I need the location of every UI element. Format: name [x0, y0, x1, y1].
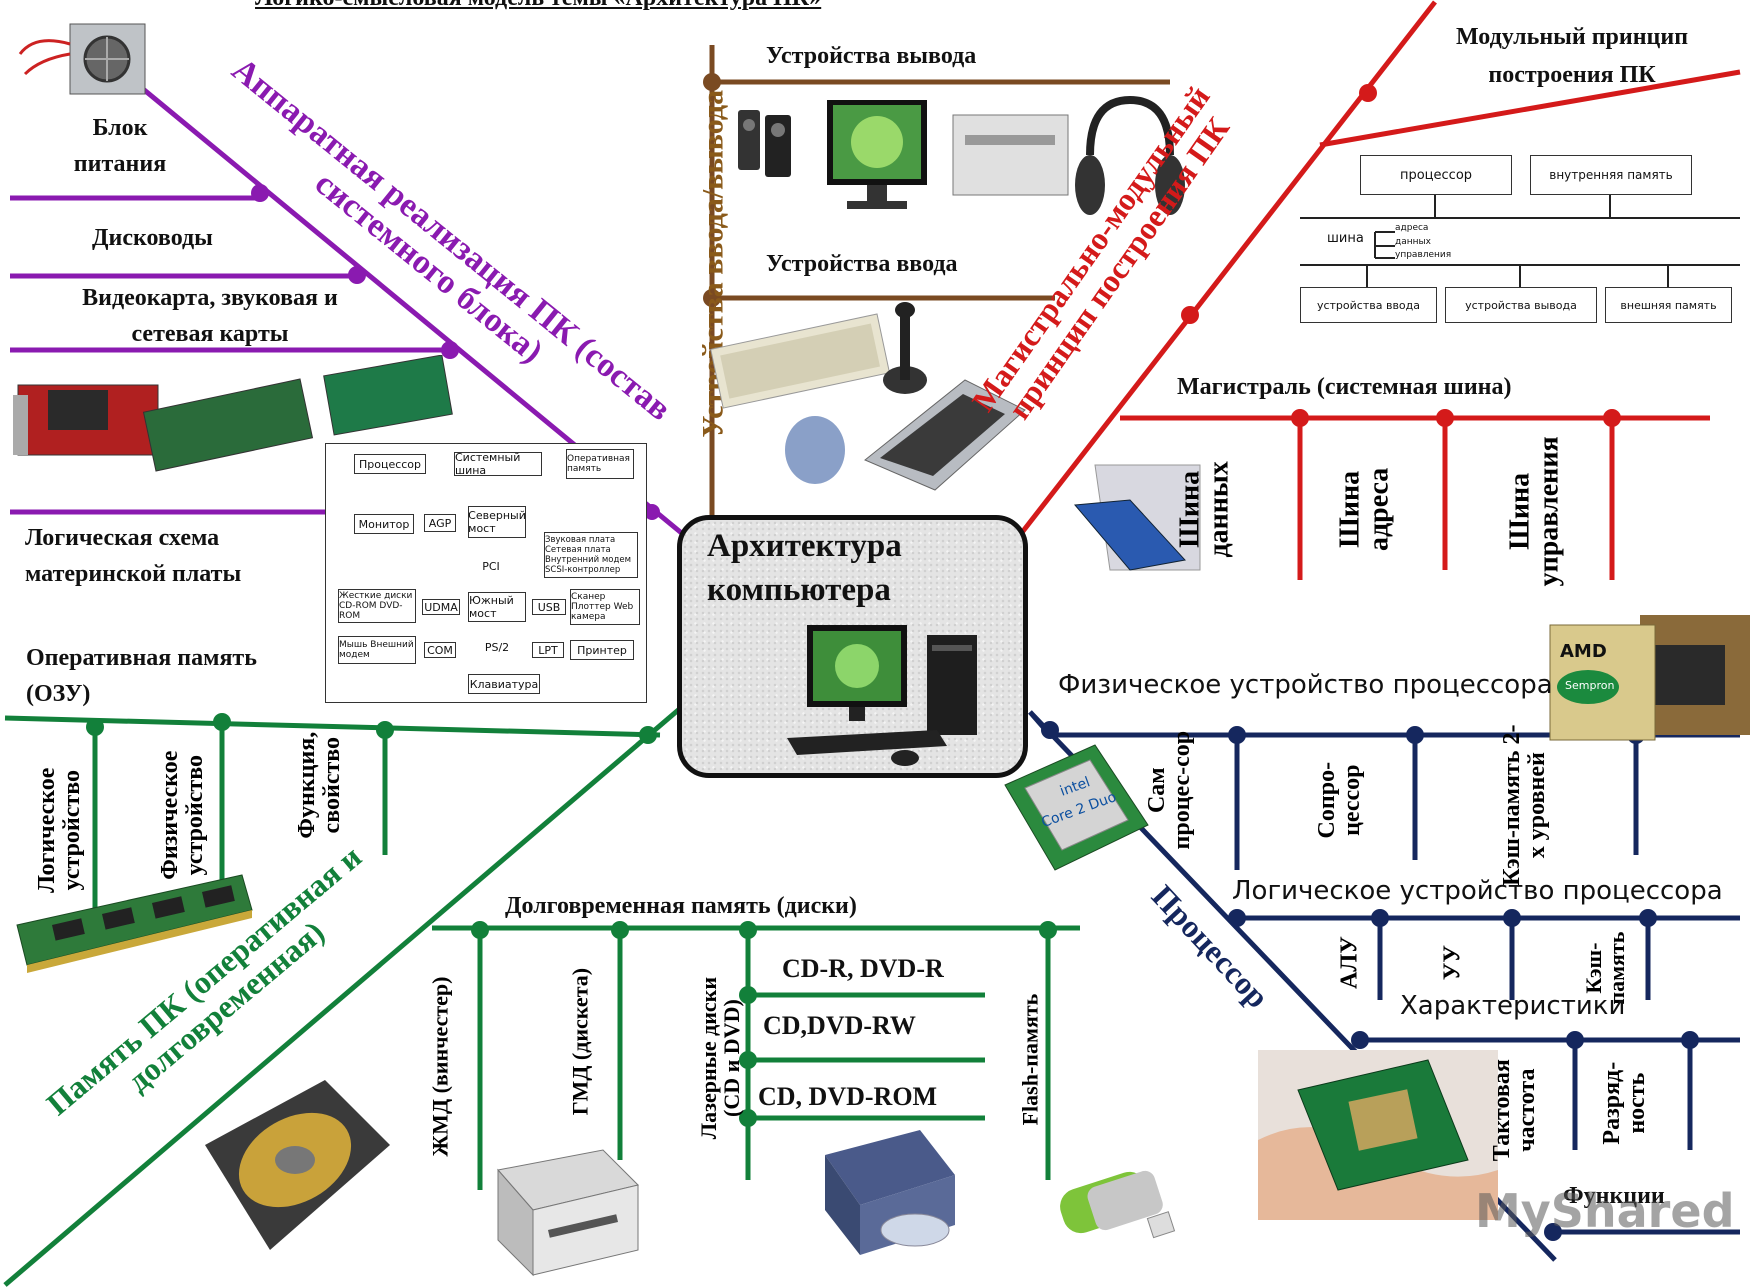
mem-flash-label: Flash-память: [1017, 993, 1043, 1126]
mem-r-label: CD-R, DVD-R: [782, 954, 944, 983]
cpu-hand-image: [1258, 1050, 1498, 1220]
sch-bus: Системный шина: [454, 451, 542, 477]
amd-logo: AMD: [1560, 641, 1607, 662]
bus-main-label: Магистраль (системная шина): [1177, 374, 1512, 400]
memory-nodes: [86, 713, 1057, 1127]
md-in: устройства ввода: [1300, 287, 1437, 323]
sch-ram: Оперативная память: [566, 449, 634, 479]
mem-function-label: Функция, свойство: [293, 731, 345, 839]
sch-usb: USB: [532, 599, 566, 615]
bus-modular-label: Модульный принцип построения ПК: [1455, 24, 1689, 88]
hardware-nodes: [251, 184, 660, 520]
md-addr: адреса: [1395, 223, 1429, 233]
motherboard-schematic: Процессор Системный шина Оперативная пам…: [325, 443, 647, 703]
sch-mouse: Мышь Внешний модем: [338, 636, 416, 664]
cpu-width-label: Разряд-ность: [1598, 1061, 1650, 1145]
mem-rom-label: CD, DVD-ROM: [758, 1082, 938, 1111]
md-bus: шина: [1327, 231, 1364, 246]
sch-disks: Жесткие диски CD-ROM DVD-ROM: [338, 589, 416, 623]
sch-south: Южный мост: [468, 592, 526, 622]
center-node: Архитектура компьютера: [677, 515, 1028, 778]
mem-long-label: Долговременная память (диски): [505, 893, 857, 919]
output-devices-image: [735, 95, 1185, 245]
sch-monitor: Монитор: [354, 514, 414, 534]
amd-chip-image: AMD Sempron: [1545, 610, 1755, 750]
sch-lpt: LPT: [532, 642, 564, 658]
cpu-logical-label: Логическое устройство процессора: [1232, 876, 1723, 906]
psu-image: [15, 14, 155, 104]
computer-image: [787, 620, 987, 770]
hw-psu-label: Блок питания: [73, 115, 167, 177]
md-ext: внешняя память: [1605, 287, 1732, 323]
hw-board-label: Логическая схема материнской платы: [25, 525, 242, 587]
modular-diagram: процессор внутренняя память шина адреса …: [1295, 150, 1745, 335]
md-ctrl: управления: [1395, 250, 1452, 260]
sch-printer: Принтер: [570, 640, 634, 660]
cpu-physical-label: Физическое устройство процессора: [1058, 670, 1553, 700]
input-devices-image: [705, 290, 1035, 500]
optical-drive-image: [820, 1125, 960, 1265]
mem-fdd-label: ГМД (дискета): [567, 967, 593, 1116]
md-data: данных: [1395, 237, 1431, 247]
sch-agp: AGP: [424, 514, 456, 532]
bus-ctrl-label: Шина управления: [1504, 436, 1565, 587]
sch-com: COM: [424, 642, 456, 658]
hw-cards-label: Видеокарта, звуковая и сетевая карты: [82, 285, 338, 347]
md-cpu: процессор: [1360, 155, 1512, 195]
cpu-self-label: Сам процес-сор: [1143, 730, 1195, 850]
mem-rw-label: CD,DVD-RW: [763, 1011, 916, 1040]
sempron-label: Sempron: [1565, 679, 1615, 692]
cpu-cu-label: УУ: [1439, 944, 1466, 981]
ribbon-cable-image: [1070, 460, 1205, 575]
watermark: MyShared: [1475, 1184, 1735, 1238]
fdd-image: [493, 1130, 643, 1280]
sempron-badge: [1557, 670, 1619, 704]
mem-laser-label: Лазерные диски (CD и DVD): [695, 976, 744, 1140]
bus-nodes: [1181, 84, 1621, 427]
io-lines: [709, 45, 1170, 515]
cpu-alu-label: АЛУ: [1336, 936, 1363, 990]
hw-drives-label: Дисководы: [92, 225, 213, 251]
mem-ram-label: Оперативная память (ОЗУ): [26, 645, 257, 707]
sch-udma: UDMA: [422, 599, 460, 615]
flash-drive-image: [1050, 1160, 1180, 1260]
page-title: Логико-смысловая модель темы «Архитектур…: [255, 0, 821, 11]
cpu-functions-label: Функции: [1563, 1183, 1665, 1209]
bus-data-label: Шина данных: [1174, 461, 1235, 558]
expansion-cards-image: [8, 354, 458, 485]
mem-hdd-label: ЖМД (винчестер): [427, 976, 453, 1157]
sch-pci: PCI: [478, 559, 504, 573]
sch-north: Северный мост: [468, 506, 526, 538]
sch-keyboard: Клавиатура: [468, 674, 540, 694]
center-title-2: компьютера: [707, 572, 891, 608]
io-input-label: Устройства ввода: [766, 251, 958, 277]
md-out: устройства вывода: [1445, 287, 1597, 323]
io-nodes: [703, 73, 721, 307]
bus-addr-label: Шина адреса: [1334, 467, 1395, 552]
cpu-co-label: Сопро-цессор: [1313, 761, 1365, 839]
cpu-chars-label: Характеристики: [1400, 991, 1626, 1021]
md-mem: внутренняя память: [1530, 155, 1692, 195]
sch-ps2: PS/2: [482, 640, 512, 654]
sch-cpu: Процессор: [354, 454, 426, 474]
intel-chip-image: intel Core 2 Duo: [1000, 740, 1150, 875]
io-output-label: Устройства вывода: [766, 43, 977, 69]
sch-scan: Сканер Плоттер Web камера: [570, 589, 640, 625]
hdd-image: [195, 1075, 395, 1255]
ram-module-image: [12, 870, 257, 980]
cpu-cache2-label: Кэш-память 2-х уровней: [1498, 724, 1550, 886]
center-title-1: Архитектура: [707, 528, 902, 564]
cpu-clock-label: Тактовая частота: [1488, 1059, 1540, 1162]
sch-cards: Звуковая плата Сетевая плата Внутренний …: [544, 532, 638, 578]
